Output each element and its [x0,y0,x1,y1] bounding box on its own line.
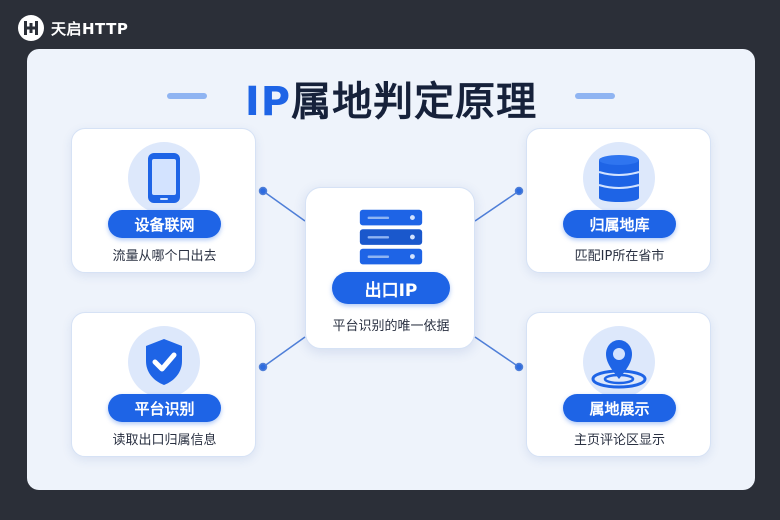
node-display-label: 属地展示 [563,394,676,422]
brand-name: 天启HTTP [51,19,129,38]
node-platform-desc: 读取出口归属信息 [112,433,217,448]
node-platform: 平台识别 读取出口归属信息 [71,312,256,457]
title-rest: 属地判定原理 [291,79,538,125]
title-highlight: IP [244,79,292,125]
shield-check-icon [128,326,200,398]
title-row: IP属地判定原理 [27,71,755,125]
node-device-label: 设备联网 [108,210,221,238]
server-stack-icon [354,202,428,276]
connector-device [262,190,306,222]
node-center-desc: 平台识别的唯一依据 [332,319,450,334]
node-device: 设备联网 流量从哪个口出去 [71,128,256,273]
connector-lines [258,186,524,372]
connector-database [474,190,520,222]
node-center-label: 出口IP [332,272,450,304]
node-device-desc: 流量从哪个口出去 [112,249,217,264]
location-pin-icon [583,326,655,398]
node-display: 属地展示 主页评论区显示 [526,312,711,457]
brand-logo: 天启HTTP [18,15,128,41]
node-center: 出口IP 平台识别的唯一依据 [305,187,475,349]
brand-mark-icon [18,15,44,41]
connector-display [474,336,520,368]
smartphone-icon [128,142,200,214]
connector-platform [262,336,306,368]
node-database: 归属地库 匹配IP所在省市 [526,128,711,273]
diagram-panel: IP属地判定原理 设备联网 流量从哪个口出去 归属地库 匹配IP所在省市 [27,49,755,490]
title-dash-right [575,93,615,99]
node-database-label: 归属地库 [563,210,676,238]
node-database-desc: 匹配IP所在省市 [574,249,665,264]
database-icon [583,142,655,214]
title-dash-left [167,93,207,99]
page-title: IP属地判定原理 [245,69,537,127]
node-display-desc: 主页评论区显示 [573,433,665,448]
node-platform-label: 平台识别 [108,394,221,422]
